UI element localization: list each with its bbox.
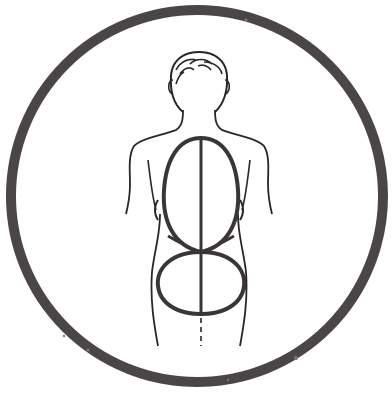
arm-inner-left bbox=[148, 160, 156, 210]
speck bbox=[245, 19, 248, 22]
speck bbox=[63, 335, 65, 337]
outer-ring bbox=[11, 10, 383, 382]
speck bbox=[294, 356, 298, 360]
speck bbox=[87, 349, 90, 352]
arm-inner-right bbox=[242, 160, 250, 210]
neck-shoulder-right bbox=[215, 110, 272, 214]
waist-mark-right bbox=[240, 200, 243, 220]
neck-shoulder-left bbox=[126, 110, 183, 214]
head-outline bbox=[171, 52, 227, 112]
hair-strokes bbox=[176, 59, 222, 84]
speck bbox=[227, 379, 229, 381]
waist-mark-left bbox=[155, 200, 158, 220]
